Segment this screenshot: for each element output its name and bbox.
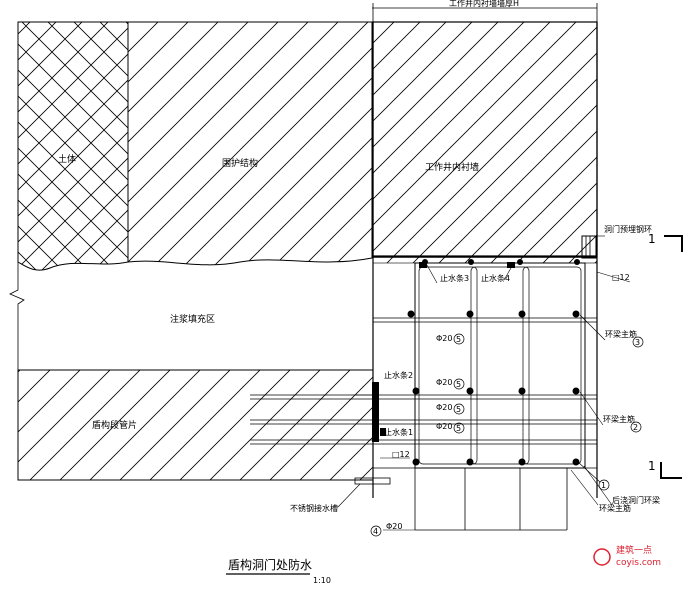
circle1: 1 [601, 481, 606, 490]
bar-d20-c-label: Φ20 [436, 403, 452, 412]
section-mark-top-label: 1 [648, 232, 656, 246]
circle5-c: 5 [456, 405, 461, 414]
circle2: 2 [633, 423, 638, 432]
grout-zone-label: 注浆填充区 [170, 313, 215, 325]
retaining-label: 围护结构 [222, 157, 258, 169]
ring-beam-cage [250, 256, 598, 531]
watermark-brand: 建筑一点 [616, 544, 652, 556]
bar-callouts-d20: Φ20 5 Φ20 5 Φ20 5 Φ20 5 [436, 333, 465, 434]
circle5-b: 5 [456, 380, 461, 389]
bar-d20-d-label: Φ20 [436, 422, 452, 431]
drawing-title-block: 盾构洞门处防水 1:10 [226, 557, 331, 585]
circle3: 3 [635, 338, 640, 347]
drawing-title: 盾构洞门处防水 [228, 557, 312, 572]
bottom-details: 不锈钢接水槽 4 Φ20 [18, 477, 415, 537]
watermark-url: coyis.com [616, 558, 661, 568]
plate12-bottom-label: □12 [392, 450, 410, 459]
bar-d20-b-label: Φ20 [436, 378, 452, 387]
stop3-label: 止水条3 [440, 273, 469, 283]
segment-label: 盾构段管片 [92, 419, 137, 431]
ring-main-1-label: 环梁主筋 [599, 503, 631, 513]
inner-lining-wall-label: 工作井内衬墙 [425, 161, 479, 173]
stop2-label: 止水条2 [384, 370, 413, 380]
section-mark-bottom: 1 [648, 459, 682, 479]
soil-block: 土体 [17, 21, 129, 271]
top-dimension: 工作井内衬墙墙厚H [372, 0, 598, 22]
ring-main-2-label: 环梁主筋 [603, 414, 635, 424]
drawing-scale: 1:10 [313, 576, 331, 585]
ring-main-labels: 环梁主筋 3 环梁主筋 2 1 环梁主筋 后浇洞门环梁 [570, 314, 660, 513]
break-line [9, 262, 25, 370]
door-ring-label: 洞门预埋钢环 [604, 224, 652, 234]
water-stops: 止水条3 止水条4 止水条2 止水条1 [355, 262, 515, 442]
retaining-structure: 围护结构 [127, 21, 373, 266]
section-mark-top: 1 [648, 232, 683, 252]
section-mark-bottom-label: 1 [648, 459, 656, 473]
stop1-label: 止水条1 [384, 427, 413, 437]
bar-d20-e-label: Φ20 [386, 522, 402, 531]
circle4: 4 [373, 527, 378, 536]
bar-d20-a-label: Φ20 [436, 334, 452, 343]
segment-block: 盾构段管片 [17, 369, 374, 481]
steel-waterstop-label: 不锈钢接水槽 [290, 503, 338, 513]
inner-lining-wall: 工作井内衬墙 [372, 21, 598, 498]
watermark: 建筑一点 coyis.com [593, 544, 661, 568]
circle5-a: 5 [456, 335, 461, 344]
stop4-label: 止水条4 [481, 273, 510, 283]
cast-ring-beam-label: 后浇洞门环梁 [612, 495, 660, 505]
ring-main-3-label: 环梁主筋 [605, 329, 637, 339]
top-dimension-label: 工作井内衬墙墙厚H [449, 0, 519, 8]
circle5-d: 5 [456, 424, 461, 433]
watermark-logo-icon [593, 548, 611, 566]
plate12-top-label: □12 [612, 273, 630, 282]
door-ring-embed: 洞门预埋钢环 [581, 224, 652, 259]
soil-label: 土体 [58, 153, 76, 165]
